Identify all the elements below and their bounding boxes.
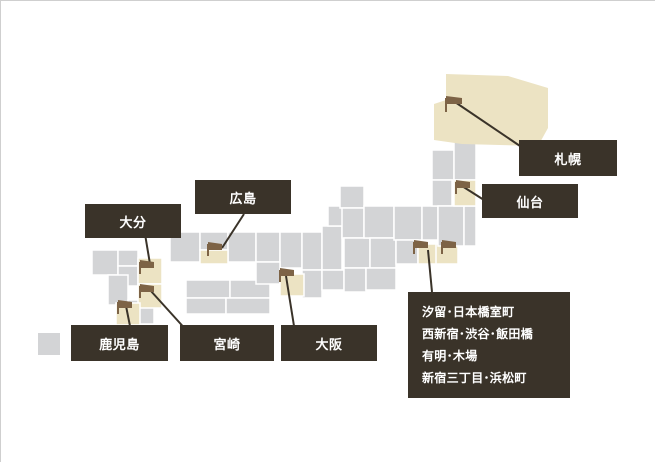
label-oita[interactable]: 大分 xyxy=(85,204,181,238)
region-okinawa xyxy=(38,333,60,355)
region-tohoku xyxy=(431,139,477,247)
flag-marker-sapporo xyxy=(445,96,462,112)
label-tokyo-line-3: 有明･木場 xyxy=(422,349,478,363)
flag-marker-oita xyxy=(139,260,154,274)
flag-marker-tokyo-2 xyxy=(441,240,456,254)
flag-markers xyxy=(117,96,470,314)
label-osaka[interactable]: 大阪 xyxy=(281,325,377,361)
label-sapporo[interactable]: 札幌 xyxy=(519,140,617,176)
flag-marker-tokyo-1 xyxy=(413,240,428,254)
flag-marker-kagoshima xyxy=(117,300,132,314)
label-tokyo-line-4: 新宿三丁目･浜松町 xyxy=(422,371,527,385)
region-osaka xyxy=(279,273,305,297)
label-hiroshima[interactable]: 広島 xyxy=(195,180,291,214)
flag-marker-sendai xyxy=(455,180,470,194)
label-tokyo-line-1: 汐留･日本橋室町 xyxy=(422,305,515,319)
label-miyazaki[interactable]: 宮崎 xyxy=(180,325,274,361)
region-hiroshima xyxy=(199,249,229,265)
label-tokyo[interactable]: 汐留･日本橋室町 西新宿･渋谷･飯田橋 有明･木場 新宿三丁目･浜松町 xyxy=(408,292,570,398)
region-honshu xyxy=(169,185,439,299)
flag-marker-hiroshima xyxy=(207,242,222,256)
label-sendai[interactable]: 仙台 xyxy=(482,184,578,218)
flag-marker-miyazaki xyxy=(139,284,154,298)
label-tokyo-line-2: 西新宿･渋谷･飯田橋 xyxy=(422,327,534,341)
region-shikoku xyxy=(185,279,271,315)
label-kagoshima[interactable]: 鹿児島 xyxy=(71,325,168,361)
region-hokkaido xyxy=(434,74,548,146)
flag-marker-osaka xyxy=(279,268,294,282)
